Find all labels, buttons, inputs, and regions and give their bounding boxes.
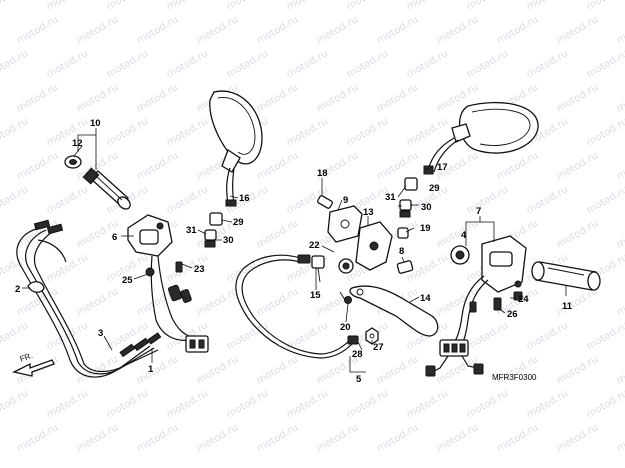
callout-20: 20 bbox=[340, 322, 351, 333]
callout-6: 6 bbox=[112, 232, 117, 243]
leader-lines bbox=[22, 128, 567, 373]
clutch-lever bbox=[349, 285, 439, 337]
callout-30-left: 30 bbox=[223, 235, 234, 246]
callout-24: 24 bbox=[518, 294, 529, 305]
callout-26: 26 bbox=[507, 309, 518, 320]
left-switch-wiring bbox=[145, 255, 209, 353]
callout-31-left: 31 bbox=[186, 225, 197, 236]
callout-9: 9 bbox=[343, 195, 348, 206]
callout-25: 25 bbox=[122, 275, 133, 286]
callout-numbers: 10 12 2 3 1 6 25 23 16 29 31 30 18 9 13 … bbox=[15, 118, 573, 385]
left-mirror bbox=[209, 90, 263, 207]
throttle-cables bbox=[16, 219, 162, 378]
right-mirror bbox=[423, 101, 539, 175]
small-hardware-centre bbox=[311, 195, 414, 345]
throttle-grip bbox=[82, 167, 131, 210]
callout-5: 5 bbox=[356, 374, 362, 385]
lever-bracket bbox=[327, 205, 393, 271]
callout-4: 4 bbox=[461, 230, 467, 241]
callout-28: 28 bbox=[352, 349, 363, 360]
diagram-code: MFR3F0300 bbox=[492, 373, 537, 382]
callout-14: 14 bbox=[420, 293, 431, 304]
callout-10: 10 bbox=[90, 118, 101, 129]
right-handlebar-grip bbox=[531, 261, 601, 291]
front-direction-arrow bbox=[12, 359, 55, 377]
right-mirror-adapter bbox=[399, 177, 418, 218]
callout-30-right: 30 bbox=[421, 202, 432, 213]
callout-8: 8 bbox=[399, 246, 404, 257]
callout-29-left: 29 bbox=[233, 217, 244, 228]
callout-19: 19 bbox=[420, 223, 431, 234]
callout-15: 15 bbox=[310, 290, 321, 301]
callout-3: 3 bbox=[98, 328, 103, 339]
callout-23: 23 bbox=[194, 264, 205, 275]
callout-2: 2 bbox=[15, 284, 20, 295]
front-marker-label: FR. bbox=[19, 351, 34, 364]
callout-17: 17 bbox=[437, 162, 448, 173]
right-grip-end bbox=[450, 245, 470, 265]
cable-clamp bbox=[27, 281, 45, 293]
callout-31-right: 31 bbox=[385, 192, 396, 203]
callout-11: 11 bbox=[562, 301, 573, 312]
clutch-cable bbox=[235, 254, 359, 359]
grip-end-weight bbox=[64, 155, 82, 169]
callout-13: 13 bbox=[363, 207, 374, 218]
left-mirror-adapter bbox=[204, 212, 223, 248]
callout-27: 27 bbox=[373, 342, 384, 353]
right-switch-wiring bbox=[425, 275, 523, 377]
callout-7: 7 bbox=[476, 206, 481, 217]
callout-16: 16 bbox=[239, 193, 250, 204]
right-switch-housing bbox=[481, 235, 527, 293]
callout-22: 22 bbox=[309, 240, 320, 251]
callout-29-right: 29 bbox=[429, 183, 440, 194]
throttle-housing bbox=[127, 214, 173, 257]
callout-18: 18 bbox=[317, 168, 328, 179]
callout-12: 12 bbox=[72, 138, 83, 149]
callout-1: 1 bbox=[148, 364, 154, 375]
